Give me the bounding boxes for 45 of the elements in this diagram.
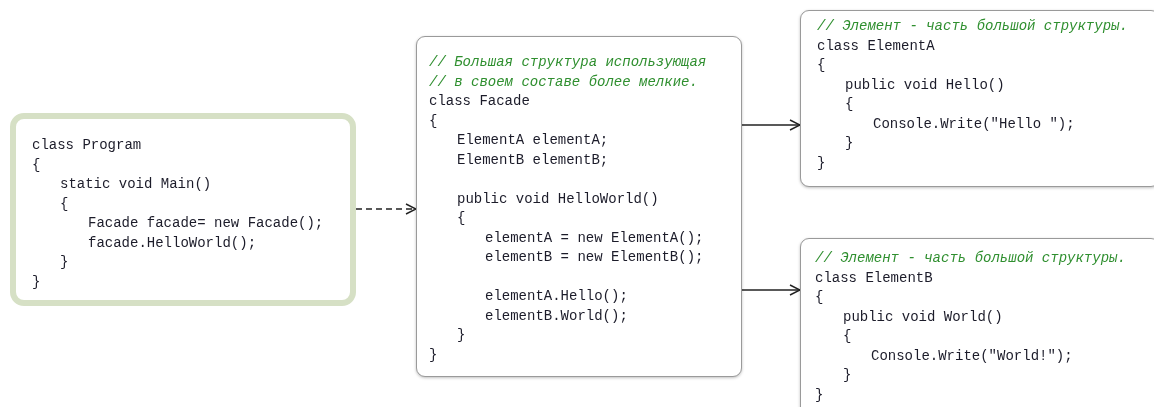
code-line: elementB = new ElementB(); — [485, 248, 704, 267]
code-panel — [800, 10, 1154, 187]
code-comment: // Элемент - часть большой структуры. — [815, 249, 1126, 268]
code-line: public void Hello() — [845, 75, 1005, 95]
code-panel — [10, 113, 356, 306]
code-line: { — [815, 288, 824, 307]
code-line: facade.HelloWorld(); — [88, 233, 257, 253]
code-line: public void HelloWorld() — [457, 189, 659, 209]
code-line: { — [817, 56, 826, 75]
code-line: { — [32, 155, 41, 175]
code-line: class ElementB — [815, 268, 933, 288]
arrow — [741, 284, 801, 296]
code-line: static void Main() — [60, 175, 212, 194]
arrow — [741, 119, 801, 131]
arrow — [355, 203, 417, 215]
code-line: { — [60, 194, 69, 214]
code-comment: // Большая структура использующая — [429, 53, 707, 72]
code-line: class ElementA — [817, 36, 935, 56]
code-panel — [416, 36, 742, 377]
code-line: } — [32, 272, 41, 292]
code-line: class Program — [32, 136, 142, 155]
code-line: public void World() — [843, 307, 1003, 327]
code-line: } — [845, 134, 854, 153]
code-line: Console.Write("World!"); — [871, 346, 1073, 366]
code-line: class Facade — [429, 92, 530, 111]
code-line: elementA.Hello(); — [485, 287, 628, 306]
code-line: } — [457, 326, 466, 345]
code-line: ElementB elementB; — [457, 150, 609, 170]
code-panel — [800, 238, 1154, 407]
code-line: Facade facade= new Facade(); — [88, 214, 324, 233]
code-line: { — [429, 111, 438, 131]
code-line: } — [429, 345, 438, 365]
code-comment: // в своем составе более мелкие. — [429, 72, 698, 92]
code-line: } — [843, 366, 852, 385]
code-line: { — [843, 327, 852, 346]
code-line: { — [845, 95, 854, 114]
code-line: elementA = new ElementA(); — [485, 228, 704, 248]
code-line: elementB.World(); — [485, 306, 628, 326]
code-line: } — [815, 385, 824, 405]
code-line: ElementA elementA; — [457, 131, 609, 150]
code-line: { — [457, 209, 466, 228]
code-line: } — [60, 253, 69, 272]
code-line: } — [817, 153, 826, 173]
code-comment: // Элемент - часть большой структуры. — [817, 17, 1128, 36]
code-line: Console.Write("Hello "); — [873, 114, 1075, 134]
